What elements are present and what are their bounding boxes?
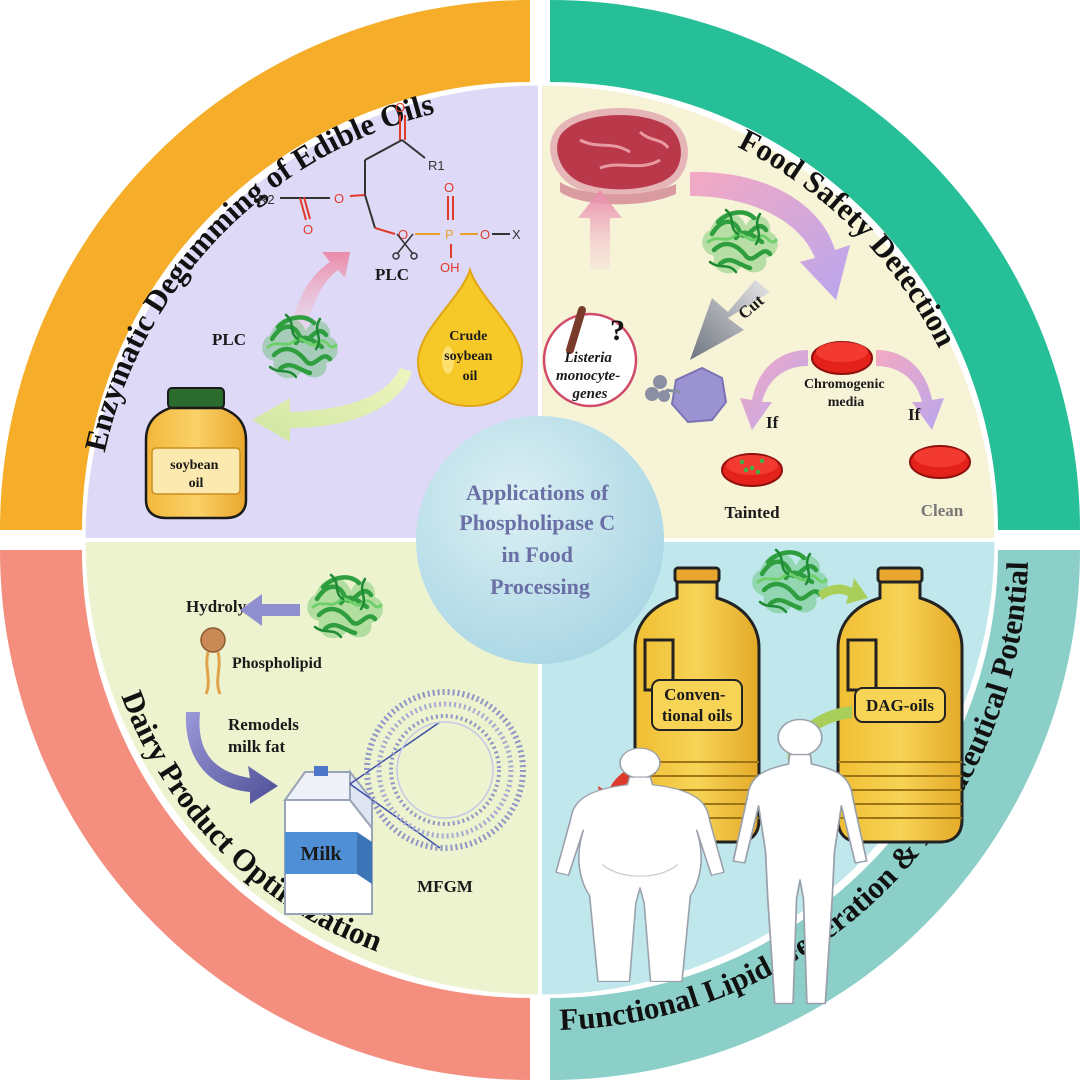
pink-arrow-to-meat: [578, 190, 622, 270]
cut-arrow: [690, 280, 770, 360]
chem-o-1: O: [395, 100, 405, 115]
petri-dish-icon: [811, 341, 873, 375]
center-title: Applications of Phospholipase C in Food …: [459, 480, 620, 599]
chem-o-6: O: [480, 227, 490, 242]
if-right-label: If: [908, 405, 921, 424]
ring-top-right: [550, 0, 1080, 530]
tainted-dish-icon: [721, 453, 783, 487]
mfgm-label: MFGM: [417, 877, 473, 896]
human-body-icon-obese: [555, 747, 725, 982]
chem-o-2: O: [334, 191, 344, 206]
purple-arrow-curve: [690, 171, 850, 300]
arrow-to-clean: [876, 350, 944, 430]
chem-o-3: O: [303, 222, 313, 237]
ring-bottom-left: [0, 550, 530, 1080]
question-mark: ?: [610, 314, 625, 347]
crude-oil-label: Crude soybean oil: [444, 329, 496, 384]
listeria-label: Listeria monocyte- genes: [556, 350, 624, 402]
chromogenic-label: Chromogenic media: [804, 377, 888, 410]
chem-o-5: O: [444, 180, 454, 195]
mfgm-membrane-icon: [364, 689, 526, 851]
dag-oils-label: DAG-oils: [866, 696, 934, 715]
chem-o-4: O: [398, 227, 408, 242]
remodels-label: Remodels milk fat: [228, 715, 303, 756]
clean-label: Clean: [921, 501, 964, 520]
phospholipid-label: Phospholipid: [232, 655, 322, 672]
scissors-icon: [392, 233, 418, 260]
oil-drop-icon: [416, 266, 524, 408]
green-arrow-right: [818, 578, 868, 604]
panel-bottom-left: [84, 540, 540, 996]
phospholipid-icon: [200, 627, 226, 695]
meat-steak-icon: [550, 108, 688, 205]
clean-dish-icon: [909, 445, 971, 479]
tainted-label: Tainted: [724, 503, 780, 522]
jar-label: soybean oil: [170, 458, 222, 491]
chem-r1: R1: [428, 158, 445, 173]
center-circle: [416, 416, 664, 664]
green-arrow-left: [252, 368, 412, 442]
soybean-oil-jar-icon: [144, 387, 248, 520]
dag-label-box: [854, 687, 946, 723]
chem-p: P: [445, 227, 454, 242]
conventional-label-box: [651, 679, 743, 731]
arrow-to-tainted: [740, 350, 808, 430]
ring-top-left: [0, 0, 530, 530]
chem-x: X: [512, 227, 521, 242]
cell-membrane-icon: [645, 366, 728, 424]
hydrolysis-arrow: [240, 594, 300, 626]
if-left-label: If: [766, 413, 779, 432]
milk-carton-icon: [283, 766, 373, 915]
plc-label-top: PLC: [375, 265, 409, 284]
bacterium-icon: [542, 306, 638, 408]
chem-r2: R2: [258, 192, 275, 207]
pink-arrow-up: [290, 252, 350, 336]
chem-oh: OH: [440, 260, 460, 275]
conventional-label: Conven- tional oils: [662, 685, 733, 725]
milk-label: Milk: [300, 843, 342, 865]
phospholipid-structure: [280, 115, 510, 258]
plc-label-side: PLC: [212, 330, 246, 349]
remodel-arrow: [185, 712, 278, 804]
